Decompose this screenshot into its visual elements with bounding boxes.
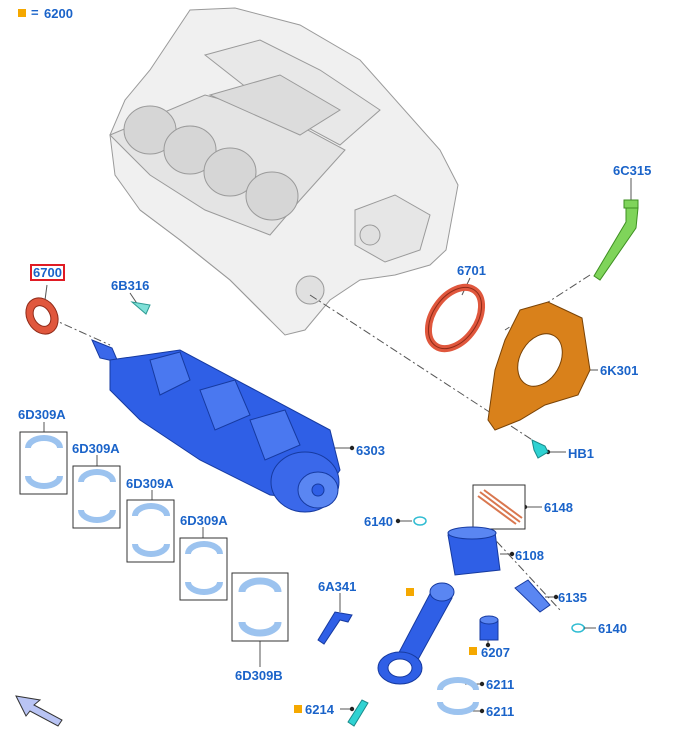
callout-6211-a[interactable]: 6211 <box>486 677 515 692</box>
callout-6135[interactable]: 6135 <box>558 590 587 605</box>
callout-6140-b[interactable]: 6140 <box>598 621 627 636</box>
callout-6303[interactable]: 6303 <box>356 443 385 458</box>
rear-seal-6701[interactable] <box>417 278 492 359</box>
callout-6A341[interactable]: 6A341 <box>318 579 357 594</box>
bolt-6214[interactable] <box>347 699 369 727</box>
piston-pin-6135[interactable] <box>514 579 551 613</box>
callout-6D309A-1[interactable]: 6D309A <box>18 407 66 422</box>
callout-6D309A-3[interactable]: 6D309A <box>126 476 174 491</box>
main-bearing-box-1[interactable] <box>19 431 68 495</box>
callout-6701[interactable]: 6701 <box>457 263 486 278</box>
legend-code[interactable]: 6200 <box>44 6 73 21</box>
callout-6D309A-4[interactable]: 6D309A <box>180 513 228 528</box>
bolt-HB1[interactable] <box>531 439 549 459</box>
marker-square-legend <box>18 9 26 17</box>
dipstick-tube-6C315[interactable] <box>593 199 639 281</box>
callout-HB1[interactable]: HB1 <box>568 446 595 461</box>
piston-rings-6148[interactable] <box>472 484 526 530</box>
arrow-back-icon[interactable] <box>15 695 63 727</box>
callout-6148[interactable]: 6148 <box>544 500 573 515</box>
rear-cover-6K301[interactable] <box>487 301 591 431</box>
front-seal-6700[interactable] <box>20 292 65 340</box>
marker-square-6214 <box>294 705 302 713</box>
crankshaft-6303[interactable] <box>91 339 341 513</box>
main-bearing-box-2[interactable] <box>72 465 121 529</box>
rod-bearing-6211-a[interactable] <box>437 677 479 691</box>
callout-6B316[interactable]: 6B316 <box>111 278 150 293</box>
callout-6108[interactable]: 6108 <box>515 548 544 563</box>
bushing-6207[interactable] <box>479 615 499 641</box>
main-bearing-box-4[interactable] <box>179 537 228 601</box>
marker-square-rod <box>406 588 414 596</box>
piston-6108[interactable] <box>447 526 501 576</box>
main-bearing-box-3[interactable] <box>126 499 175 563</box>
callout-6140-a[interactable]: 6140 <box>364 514 393 529</box>
callout-6214[interactable]: 6214 <box>305 702 334 717</box>
callout-6C315[interactable]: 6C315 <box>613 163 652 178</box>
engine-block[interactable] <box>109 7 459 336</box>
callout-6700[interactable]: 6700 <box>30 264 65 281</box>
callout-6D309B[interactable]: 6D309B <box>235 668 283 683</box>
callout-6211-b[interactable]: 6211 <box>486 704 515 719</box>
part-6A341[interactable] <box>317 611 353 645</box>
callout-6K301[interactable]: 6K301 <box>600 363 639 378</box>
callout-6D309A-2[interactable]: 6D309A <box>72 441 120 456</box>
legend-equals: = <box>31 5 39 20</box>
key-6B316[interactable] <box>130 301 151 315</box>
connecting-rod[interactable] <box>377 582 455 685</box>
thrust-bearing-box[interactable] <box>231 572 289 642</box>
piston-pin-clip-6140-b[interactable] <box>571 623 585 633</box>
callout-6207[interactable]: 6207 <box>481 645 510 660</box>
rod-bearing-6211-b[interactable] <box>437 701 479 715</box>
marker-square-6207 <box>469 647 477 655</box>
piston-pin-clip-6140-a[interactable] <box>413 516 427 526</box>
